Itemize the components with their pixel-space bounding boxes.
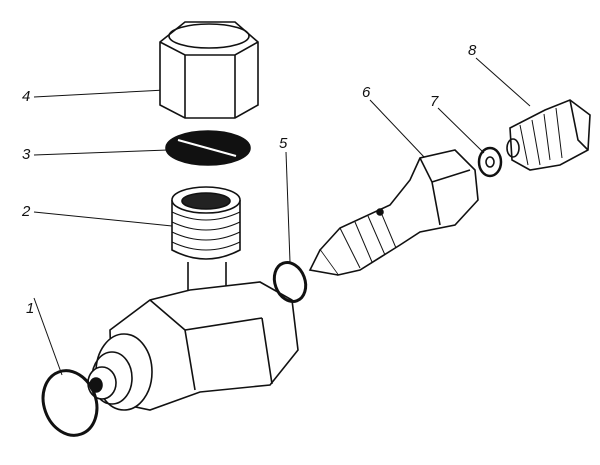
part-8-union-nut [506,99,591,171]
part-1-tee-body [87,281,299,411]
part-4-cap [159,21,259,119]
part-6-valve-stem [308,149,479,276]
label-5: 5 [279,135,288,152]
part-7-washer [477,146,503,178]
label-1: 1 [26,300,35,317]
label-7: 7 [430,93,439,110]
part-2-threaded-fitting [171,186,241,300]
part-1-o-ring [41,369,99,437]
label-2: 2 [22,203,31,220]
leader-lines [33,57,531,376]
part-5-o-ring [272,261,308,303]
part-3-disk [165,130,251,166]
label-6: 6 [362,84,371,101]
label-3: 3 [22,146,31,163]
label-8: 8 [468,42,477,59]
label-4: 4 [22,88,31,105]
